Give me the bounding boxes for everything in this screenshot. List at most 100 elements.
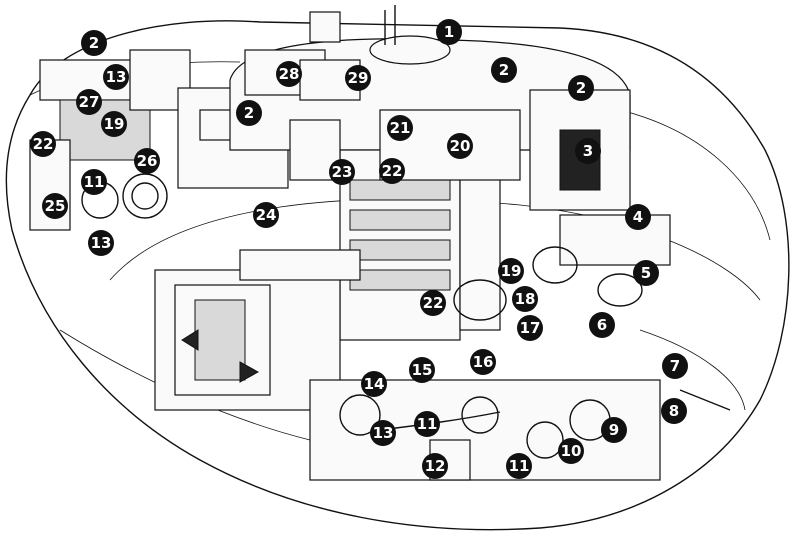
marker-11[interactable]: 11: [506, 453, 532, 479]
marker-disc: [81, 30, 107, 56]
marker-label: 2: [89, 34, 99, 52]
marker-label: 25: [45, 197, 66, 215]
marker-label: 6: [597, 316, 607, 334]
marker-18[interactable]: 18: [512, 286, 538, 312]
marker-29[interactable]: 29: [345, 65, 371, 91]
marker-16[interactable]: 16: [470, 349, 496, 375]
marker-disc: [387, 115, 413, 141]
marker-label: 22: [423, 294, 444, 312]
marker-9[interactable]: 9: [601, 417, 627, 443]
marker-label: 27: [79, 93, 100, 111]
marker-4[interactable]: 4: [625, 204, 651, 230]
marker-23[interactable]: 23: [329, 159, 355, 185]
marker-label: 12: [425, 457, 446, 475]
marker-label: 21: [390, 119, 411, 137]
marker-28[interactable]: 28: [276, 61, 302, 87]
marker-6[interactable]: 6: [589, 312, 615, 338]
marker-label: 11: [84, 173, 105, 191]
marker-13[interactable]: 13: [103, 64, 129, 90]
marker-disc: [662, 353, 688, 379]
marker-label: 28: [279, 65, 300, 83]
marker-disc: [379, 158, 405, 184]
marker-27[interactable]: 27: [76, 89, 102, 115]
marker-13[interactable]: 13: [88, 230, 114, 256]
marker-14[interactable]: 14: [361, 371, 387, 397]
marker-8[interactable]: 8: [661, 398, 687, 424]
marker-label: 10: [561, 442, 582, 460]
marker-label: 26: [137, 152, 158, 170]
marker-label: 14: [364, 375, 385, 393]
marker-11[interactable]: 11: [81, 169, 107, 195]
marker-label: 11: [509, 457, 530, 475]
marker-label: 2: [244, 104, 254, 122]
marker-disc: [491, 57, 517, 83]
marker-disc: [575, 138, 601, 164]
marker-disc: [436, 19, 462, 45]
marker-1[interactable]: 1: [436, 19, 462, 45]
marker-15[interactable]: 15: [409, 357, 435, 383]
right-deck: [453, 214, 746, 411]
marker-5[interactable]: 5: [633, 260, 659, 286]
marker-disc: [236, 100, 262, 126]
marker-disc: [558, 438, 584, 464]
marker-disc: [370, 420, 396, 446]
marker-disc: [633, 260, 659, 286]
marker-disc: [625, 204, 651, 230]
marker-19[interactable]: 19: [498, 258, 524, 284]
marker-label: 8: [669, 402, 679, 420]
marker-22[interactable]: 22: [420, 290, 446, 316]
marker-label: 19: [501, 262, 522, 280]
marker-label: 17: [520, 319, 541, 337]
marker-26[interactable]: 26: [134, 148, 160, 174]
marker-label: 11: [417, 415, 438, 433]
marker-label: 20: [450, 137, 471, 155]
marker-label: 13: [91, 234, 112, 252]
marker-2[interactable]: 2: [81, 30, 107, 56]
marker-disc: [329, 159, 355, 185]
marker-label: 13: [106, 68, 127, 86]
marker-label: 15: [412, 361, 433, 379]
marker-disc: [103, 64, 129, 90]
marker-disc: [134, 148, 160, 174]
markers: 1 2 2 2 2 3 4 5 6 7 8 9 10 11 11 11 12 1…: [30, 19, 688, 479]
marker-disc: [30, 131, 56, 157]
marker-label: 3: [583, 142, 593, 160]
marker-19[interactable]: 19: [101, 111, 127, 137]
marker-2[interactable]: 2: [568, 75, 594, 101]
marker-label: 18: [515, 290, 536, 308]
marker-7[interactable]: 7: [662, 353, 688, 379]
marker-label: 2: [499, 61, 509, 79]
marker-disc: [81, 169, 107, 195]
marker-disc: [498, 258, 524, 284]
marker-20[interactable]: 20: [447, 133, 473, 159]
marker-disc: [88, 230, 114, 256]
marker-label: 19: [104, 115, 125, 133]
marker-label: 22: [382, 162, 403, 180]
marker-label: 29: [348, 69, 369, 87]
marker-disc: [447, 133, 473, 159]
marker-disc: [409, 357, 435, 383]
marker-label: 9: [609, 421, 619, 439]
left-panel: [154, 249, 361, 411]
marker-2[interactable]: 2: [491, 57, 517, 83]
marker-2[interactable]: 2: [236, 100, 262, 126]
marker-11[interactable]: 11: [414, 411, 440, 437]
marker-disc: [517, 315, 543, 341]
marker-label: 2: [576, 79, 586, 97]
marker-label: 24: [256, 206, 277, 224]
marker-22[interactable]: 22: [30, 131, 56, 157]
marker-3[interactable]: 3: [575, 138, 601, 164]
marker-disc: [76, 89, 102, 115]
marker-25[interactable]: 25: [42, 193, 68, 219]
marker-12[interactable]: 12: [422, 453, 448, 479]
marker-21[interactable]: 21: [387, 115, 413, 141]
marker-22[interactable]: 22: [379, 158, 405, 184]
marker-disc: [101, 111, 127, 137]
marker-13[interactable]: 13: [370, 420, 396, 446]
marker-disc: [361, 371, 387, 397]
marker-17[interactable]: 17: [517, 315, 543, 341]
marker-10[interactable]: 10: [558, 438, 584, 464]
marker-disc: [470, 349, 496, 375]
marker-24[interactable]: 24: [253, 202, 279, 228]
